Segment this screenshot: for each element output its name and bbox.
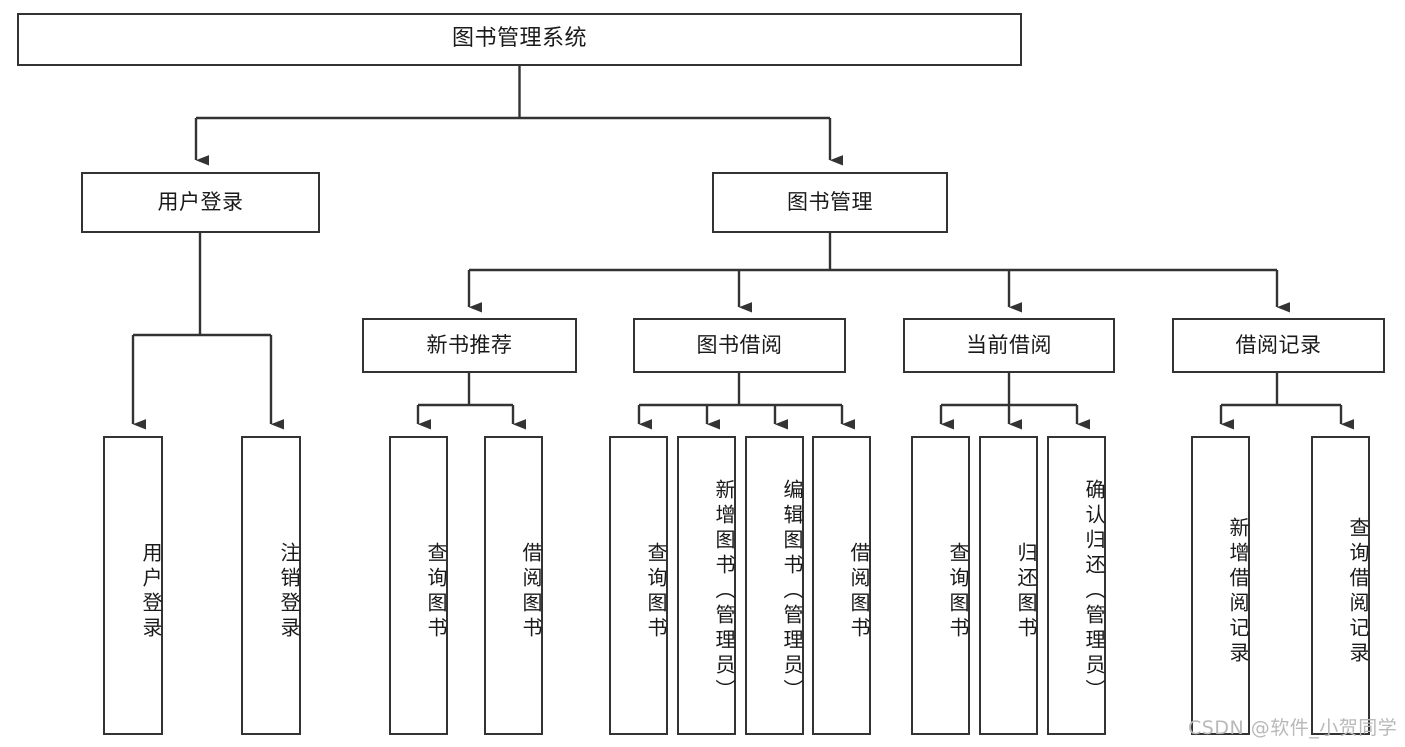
- leaf-label: 归还图书: [1014, 541, 1038, 642]
- leaf-edit-book-admin[interactable]: 编辑图书（管理员）: [745, 436, 804, 735]
- leaf-label: 查询图书: [946, 541, 970, 642]
- leaf-label: 注销登录: [277, 541, 301, 642]
- leaf-label: 确认归还（管理员）: [1082, 479, 1106, 704]
- leaf-query-borrow-record[interactable]: 查询借阅记录: [1311, 436, 1370, 735]
- leaf-user-login[interactable]: 用户登录: [103, 436, 163, 735]
- leaf-label: 查询图书: [644, 541, 668, 642]
- leaf-borrow-books[interactable]: 借阅图书: [812, 436, 871, 735]
- leaf-add-borrow-record[interactable]: 新增借阅记录: [1191, 436, 1250, 735]
- leaf-label: 新增借阅记录: [1226, 516, 1250, 667]
- leaf-label: 借阅图书: [847, 541, 871, 642]
- leaf-add-book-admin[interactable]: 新增图书（管理员）: [677, 436, 736, 735]
- node-current-borrow[interactable]: 当前借阅: [903, 318, 1115, 373]
- leaf-label: 新增图书（管理员）: [712, 479, 736, 704]
- csdn-watermark: CSDN @软件_小贺同学: [1188, 717, 1398, 739]
- leaf-label: 编辑图书（管理员）: [780, 479, 804, 704]
- leaf-query-books-recommend[interactable]: 查询图书: [389, 436, 448, 735]
- leaf-label: 用户登录: [139, 541, 163, 642]
- leaf-label: 借阅图书: [519, 541, 543, 642]
- leaf-borrow-books-recommend[interactable]: 借阅图书: [484, 436, 543, 735]
- leaf-confirm-return-admin[interactable]: 确认归还（管理员）: [1047, 436, 1106, 735]
- node-new-book-recommend[interactable]: 新书推荐: [362, 318, 577, 373]
- leaf-query-books-borrow[interactable]: 查询图书: [609, 436, 668, 735]
- node-book-management[interactable]: 图书管理: [712, 172, 948, 233]
- leaf-label: 查询借阅记录: [1346, 516, 1370, 667]
- leaf-logout[interactable]: 注销登录: [241, 436, 301, 735]
- leaf-return-books[interactable]: 归还图书: [979, 436, 1038, 735]
- node-borrow-records[interactable]: 借阅记录: [1172, 318, 1385, 373]
- node-user-login[interactable]: 用户登录: [81, 172, 320, 233]
- node-root-system[interactable]: 图书管理系统: [17, 13, 1022, 66]
- leaf-query-books-current[interactable]: 查询图书: [911, 436, 970, 735]
- leaf-label: 查询图书: [424, 541, 448, 642]
- node-book-borrow[interactable]: 图书借阅: [633, 318, 846, 373]
